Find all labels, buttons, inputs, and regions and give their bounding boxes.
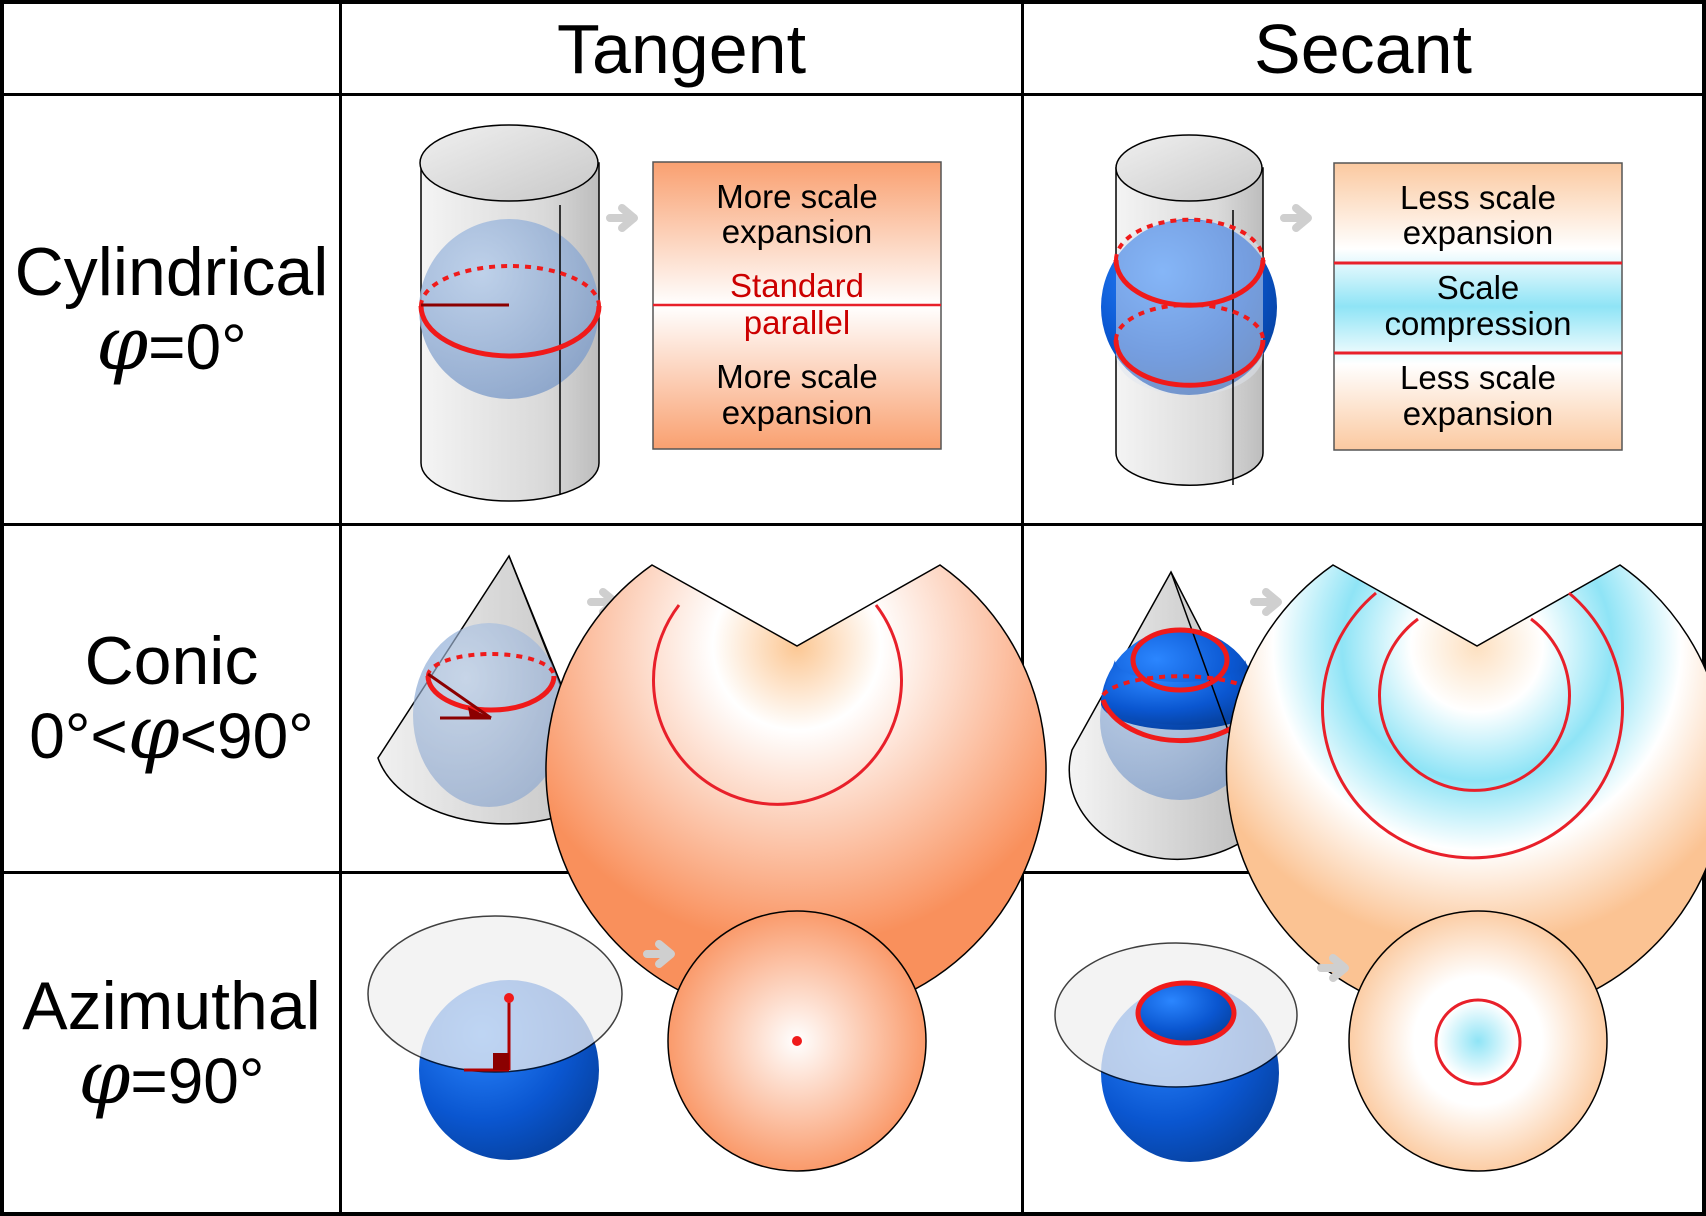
arrow-right-icon [643,940,675,968]
cylindrical-tangent-map: More scale expansion Standard parallel M… [652,161,942,450]
secant-line-upper [1130,627,1230,693]
globe-faded-icon [419,219,599,399]
plane-tangent-illustration [367,915,623,1160]
arrow-right-icon [606,204,638,232]
standard-parallel-front [425,675,557,713]
map-label-top-2: expansion [1403,214,1553,251]
col-divider-2 [1021,0,1024,1216]
phi-symbol: φ [96,301,149,387]
row-name: Cylindrical [14,234,329,310]
azimuthal-tangent-map [667,910,927,1172]
map-label-top-1: More scale [716,178,877,215]
plane-secant-illustration [1054,942,1298,1162]
row-label-azimuthal: Azimuthal φ=90° [4,874,339,1212]
phi-symbol: φ [78,1034,131,1121]
map-label-middle-2: compression [1384,305,1571,342]
projection-plane [367,915,623,1073]
column-header-secant: Secant [1024,4,1702,93]
outer-border-left [0,0,4,1216]
map-label-top-2: expansion [722,213,872,250]
formula-suffix: =90° [130,1044,265,1117]
arrow-right-icon [1317,954,1349,982]
standard-parallel-label-2: parallel [744,304,850,341]
standard-circle [1434,998,1522,1086]
secant-line-lower [1113,339,1266,388]
row-name: Conic [84,623,259,699]
outer-border-bottom [0,1212,1706,1216]
cylindrical-secant-map: Less scale expansion Scale compression L… [1333,162,1623,451]
map-label-top-1: Less scale [1400,179,1556,216]
map-label-bottom-2: expansion [1403,395,1553,432]
row-name: Azimuthal [22,967,321,1044]
column-header-tangent: Tangent [342,4,1021,93]
tangent-point [504,993,514,1003]
col-divider-1 [339,0,342,1216]
column-header-secant-label: Secant [1254,9,1472,88]
secant-circle [1135,980,1237,1046]
map-label-bottom-2: expansion [722,394,872,431]
arrow-right-icon [1250,588,1282,616]
phi-symbol: φ [127,690,180,776]
outer-border-top [0,0,1706,4]
standard-parallel-label-1: Standard [730,267,864,304]
row-formula: φ=90° [79,1041,265,1117]
map-label-bottom-1: More scale [716,358,877,395]
row-label-cylindrical: Cylindrical φ=0° [4,96,339,523]
azimuthal-secant-map [1348,910,1608,1172]
arrow-right-icon [1280,204,1312,232]
row-formula: 0°<φ<90° [29,696,314,772]
standard-parallel-front [418,305,602,359]
row-label-conic: Conic 0°<φ<90° [4,526,339,871]
cylinder-secant-illustration [1101,134,1277,486]
cylinder-tangent-illustration [418,124,602,502]
map-label-middle-1: Scale [1437,269,1520,306]
formula-suffix: =0° [148,311,247,383]
map-label-bottom-1: Less scale [1400,359,1556,396]
formula-suffix: <90° [179,700,314,772]
row-formula: φ=0° [96,307,247,383]
row-divider-1 [0,93,1706,96]
column-header-tangent-label: Tangent [556,9,807,88]
formula-prefix: 0°< [29,700,128,772]
tangent-point [792,1036,802,1046]
outer-border-right [1702,0,1706,1216]
row-divider-2 [0,523,1706,526]
